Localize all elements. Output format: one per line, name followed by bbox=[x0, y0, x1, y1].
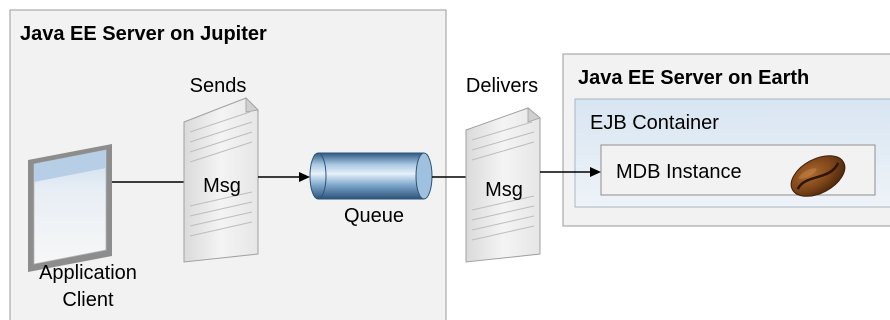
message-document-icon bbox=[465, 107, 541, 263]
jupiter-server-title: Java EE Server on Jupiter bbox=[20, 23, 267, 45]
mdb-instance-label: MDB Instance bbox=[616, 161, 742, 183]
delivered-message-label: Msg bbox=[485, 179, 523, 201]
sent-message-label: Msg bbox=[203, 175, 241, 197]
queue-cylinder-icon bbox=[309, 152, 433, 200]
queue-label: Queue bbox=[344, 205, 404, 227]
sends-label: Sends bbox=[190, 75, 247, 97]
application-window-icon bbox=[28, 144, 112, 272]
ejb-container-title: EJB Container bbox=[590, 112, 719, 134]
earth-server-title: Java EE Server on Earth bbox=[578, 67, 809, 89]
coffee-bean-icon bbox=[790, 155, 846, 197]
client-label-line2: Client bbox=[62, 289, 114, 311]
message-to-queue-arrowhead bbox=[299, 172, 310, 182]
delivers-label: Delivers bbox=[466, 75, 538, 97]
message-document-icon bbox=[183, 97, 259, 263]
client-label-line1: Application bbox=[39, 262, 137, 284]
message-to-mdb-arrowhead bbox=[590, 167, 601, 177]
